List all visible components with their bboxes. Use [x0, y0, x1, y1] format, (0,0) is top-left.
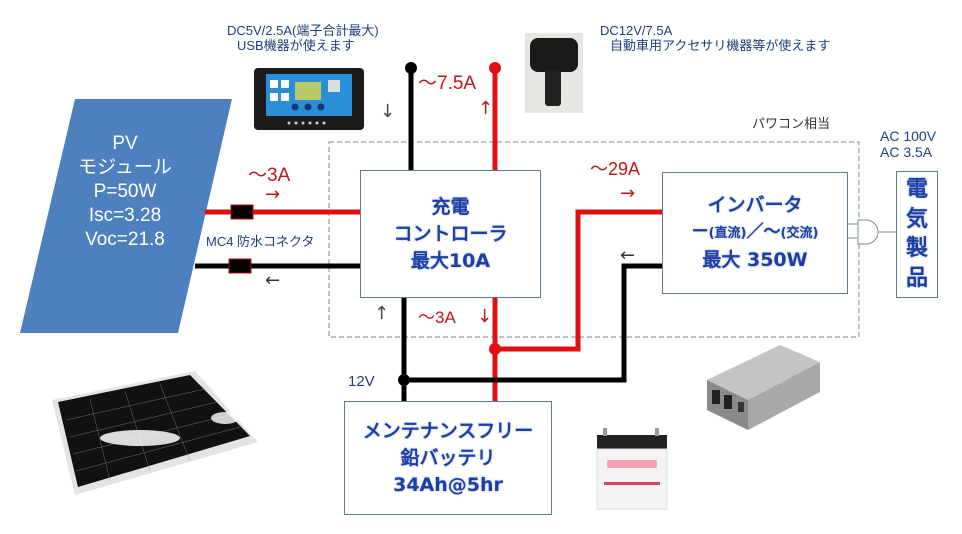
ac-text: (交流) [780, 226, 819, 241]
separator: ／ [746, 222, 764, 242]
current-inverter: ～29A [590, 159, 641, 179]
pv-module-shape [20, 99, 232, 333]
arrow-pv-in: → [265, 184, 281, 205]
ac-symbol: ～ [763, 222, 781, 242]
battery-line-1: メンテナンスフリー [362, 419, 534, 442]
arrow-pv-return: ← [265, 270, 281, 291]
dc-symbol: ー [691, 222, 709, 242]
controller-line-2: コントローラ [393, 222, 508, 245]
charge-controller-photo [254, 68, 364, 130]
dc-out-negative-terminal [405, 62, 417, 74]
battery-line-3: 34Ah@5hr [393, 473, 503, 496]
pv-line-isc: Isc=3.28 [88, 205, 162, 226]
current-battery: ～3A [418, 308, 456, 327]
pv-module-label: PV モジュール P=50W Isc=3.28 Voc=21.8 [55, 132, 195, 252]
battery-line-2: 鉛バッテリ [400, 446, 496, 469]
appliance-char-1: 電 [905, 176, 928, 202]
pv-line-title: PV [112, 133, 138, 154]
pv-line-power: P=50W [93, 181, 157, 202]
dc-out-positive-terminal [489, 62, 501, 74]
usb-note-spec: DC5V/2.5A(端子合計最大) [227, 23, 379, 38]
current-pv-in: ～3A [248, 165, 291, 186]
socket-adapter-photo [525, 33, 583, 113]
arrow-inverter-return: ← [620, 245, 636, 266]
ac-note: AC 100V AC 3.5A [880, 128, 936, 160]
appliance-char-2: 気 [905, 206, 928, 232]
usb-note: DC5V/2.5A(端子合計最大) USB機器が使えます [227, 23, 379, 53]
appliance-box: 電 気 製 品 [896, 171, 938, 298]
appliance-char-3: 製 [905, 236, 928, 262]
dc-text: (直流) [708, 226, 747, 241]
charge-controller-box: 充電 コントローラ 最大10A [360, 170, 541, 298]
appliance-char-4: 品 [905, 266, 928, 292]
inverter-capacity: 最大 350W [702, 249, 808, 271]
battery-box: メンテナンスフリー 鉛バッテリ 34Ah@5hr [344, 401, 552, 515]
battery-photo [596, 428, 668, 510]
inverter-box: インバータ ー(直流)／～(交流) 最大 350W [662, 172, 848, 294]
arrow-battery-black: ↑ [374, 303, 390, 324]
ac-plug-icon [857, 219, 879, 245]
mc4-connector-negative [228, 258, 252, 274]
usb-note-desc: USB機器が使えます [237, 38, 355, 53]
ac-voltage: AC 100V [880, 128, 937, 144]
arrow-inverter-in: → [620, 183, 636, 204]
inverter-negative-wire [404, 263, 662, 383]
pv-line-voc: Voc=21.8 [85, 229, 165, 250]
dc12-note-desc: 自動車用アクセサリ機器等が使えます [610, 38, 831, 53]
arrow-battery-red: ↓ [477, 306, 493, 327]
current-dc-out: ～7.5A [418, 73, 477, 94]
arrow-dc-out-red: ↑ [478, 98, 494, 119]
inverter-conversion: ー(直流)／～(交流) [692, 219, 819, 247]
solar-panel-photo [52, 371, 258, 495]
inverter-positive-wire [495, 209, 662, 352]
inverter-title: インバータ [707, 194, 803, 216]
dc12-note-spec: DC12V/7.5A [600, 23, 673, 38]
controller-line-1: 充電 [431, 195, 470, 218]
connector-label: MC4 防水コネクタ [206, 234, 315, 249]
arrow-dc-out-black: ↓ [380, 101, 396, 122]
ac-current: AC 3.5A [880, 144, 933, 160]
pv-line-module: モジュール [78, 157, 172, 178]
inverter-photo [707, 345, 820, 430]
powercon-label: パワコン相当 [752, 116, 831, 131]
mc4-connector-positive [230, 204, 254, 220]
controller-line-3: 最大10A [410, 249, 491, 272]
battery-voltage-label: 12V [348, 373, 375, 390]
dc12-note: DC12V/7.5A 自動車用アクセサリ機器等が使えます [600, 23, 830, 53]
